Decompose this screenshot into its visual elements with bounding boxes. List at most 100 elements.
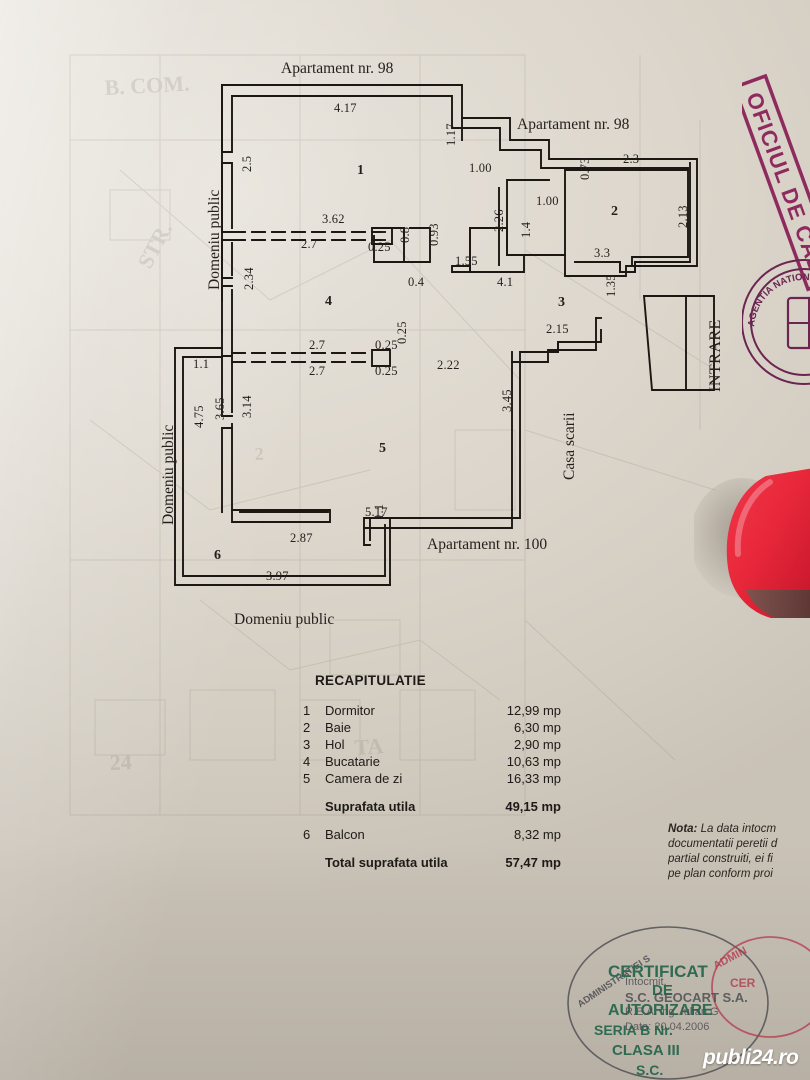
dimension-5-17: 5.17: [365, 505, 388, 519]
subtotal-value: 49,15 mp: [505, 799, 561, 814]
table-row: 4 Bucatarie 10,63 mp: [303, 753, 561, 770]
room-number-4: 4: [325, 294, 332, 309]
dimension-4-1: 4.1: [497, 275, 514, 289]
dimension-2-7-a: 2.7: [301, 237, 318, 251]
boundary-label-domeniu-public-bottom: Domeniu public: [234, 611, 335, 628]
dimension-2-13: 2.13: [676, 205, 690, 228]
subtotal-row: Suprafata utila 49,15 mp: [303, 798, 561, 815]
total-spacer: [303, 854, 325, 871]
subtotal-spacer: [303, 798, 325, 815]
apartment-label-100: Apartament nr. 100: [427, 536, 548, 553]
dimension-3-3: 3.3: [594, 246, 611, 260]
balcony-label: Balcon: [325, 827, 365, 842]
note-block: Nota: La data intocm documentatii pereti…: [668, 822, 810, 894]
apartment-label-98-right: Apartament nr. 98: [517, 116, 630, 133]
dimension-4-75: 4.75: [192, 405, 206, 428]
dimension-1-17: 1.17: [444, 123, 458, 146]
dimension-1-00-a: 1.00: [469, 161, 492, 175]
dimension-3-97: 3.97: [266, 569, 289, 583]
room-area: 6,30 mp: [514, 720, 561, 735]
dimension-2-26: 2.26: [492, 209, 506, 232]
dimension-0-25-c: 0.25: [375, 364, 398, 378]
dimension-2-34: 2.34: [242, 267, 256, 290]
balcony-row: 6 Balcon 8,32 mp: [303, 826, 561, 843]
handwriting-line-1: Intocmit,: [625, 976, 667, 988]
dimension-1-1-a: 1.1: [193, 357, 210, 371]
apartment-label-98-top: Apartament nr. 98: [281, 60, 394, 77]
handwriting-line-3: R.E.A. ing. Iulian G: [625, 1006, 719, 1018]
room-number-3: 3: [558, 295, 565, 310]
dimension-0-8: 0.8: [398, 226, 412, 243]
balcony-value: 8,32 mp: [514, 827, 561, 842]
stairwell-label: Casa scarii: [561, 412, 578, 480]
dimension-0-25-d: 0.25: [395, 321, 409, 344]
fingernail: [726, 468, 810, 618]
svg-text:24: 24: [109, 749, 132, 775]
room-number-1: 1: [357, 163, 364, 178]
dimension-1-55: 1.55: [455, 254, 478, 268]
handwriting-line-4: Data: 20.04.2006: [625, 1021, 710, 1033]
room-area: 10,63 mp: [506, 754, 561, 769]
room-name: Baie: [325, 720, 352, 735]
handwriting-line-2: S.C. GEOCART S.A.: [625, 990, 748, 1005]
dimension-0-73: 0.73: [578, 157, 592, 180]
dimension-2-3: 2.3: [623, 152, 640, 166]
room-name: Dormitor: [325, 703, 375, 718]
note-line-1-text: La data intocm: [697, 823, 777, 835]
room-area: 2,90 mp: [514, 737, 561, 752]
room-number-5: 5: [379, 441, 386, 456]
dimension-0-93: 0.93: [427, 223, 441, 246]
room-index: 1: [303, 703, 311, 718]
dimension-1-1-b: 1.1: [372, 503, 386, 520]
note-line-1: Nota: La data intocm: [668, 822, 810, 837]
table-row: 5 Camera de zi 16,33 mp: [303, 770, 561, 787]
recapitulation-table: 1 Dormitor 12,99 mp 2 Baie 6,30 mp 3 Hol…: [303, 702, 561, 871]
total-label: Total suprafata utila: [325, 855, 448, 870]
total-value: 57,47 mp: [505, 855, 561, 870]
room-name: Bucatarie: [325, 754, 380, 769]
dimension-0-25-b: 0.25: [375, 338, 398, 352]
handwritten-signature-block: Intocmit, S.C. GEOCART S.A. R.E.A. ing. …: [625, 975, 810, 1035]
room-name: Camera de zi: [325, 771, 403, 786]
table-row: 2 Baie 6,30 mp: [303, 719, 561, 736]
note-line-4: pe plan conform proi: [668, 868, 773, 880]
dimension-3-14: 3.14: [240, 395, 254, 418]
balcony-index: 6: [303, 827, 311, 842]
floor-plan-drawing: [174, 84, 715, 586]
room-index: 3: [303, 737, 311, 752]
recapitulation-block: RECAPITULATIE 1 Dormitor 12,99 mp 2 Baie…: [303, 673, 563, 871]
dimension-2-87: 2.87: [290, 531, 313, 545]
room-number-6: 6: [214, 548, 221, 563]
note-line-2: documentatii peretii d: [668, 838, 778, 850]
thumb-holding-paper: [694, 468, 810, 618]
entrance-label: INTRARE: [707, 319, 724, 392]
dimension-0-25-a: 0.25: [368, 240, 391, 254]
dimension-2-5: 2.5: [240, 155, 254, 172]
watermark-publi24: publi24.ro: [703, 1046, 799, 1069]
room-index: 5: [303, 771, 311, 786]
note-lead: Nota:: [668, 823, 698, 835]
boundary-label-domeniu-public-left-top: Domeniu public: [206, 189, 223, 290]
dimension-2-7-b: 2.7: [309, 338, 326, 352]
svg-text:2: 2: [254, 444, 264, 464]
dimension-0-4: 0.4: [408, 275, 425, 289]
dimension-3-45: 3.45: [500, 389, 514, 412]
nail-highlight: [734, 479, 773, 557]
boundary-label-domeniu-public-left-bottom: Domeniu public: [160, 424, 177, 525]
room-area: 16,33 mp: [506, 771, 561, 786]
dimension-3-65: 3.65: [213, 397, 227, 420]
dimension-1-4: 1.4: [519, 221, 533, 238]
table-row: 3 Hol 2,90 mp: [303, 736, 561, 753]
subtotal-label: Suprafata utila: [325, 799, 416, 814]
svg-text:TA: TA: [354, 733, 385, 760]
dimension-2-15: 2.15: [546, 322, 569, 336]
svg-text:B. COM.: B. COM.: [104, 71, 190, 100]
room-number-2: 2: [611, 204, 618, 219]
table-row: 1 Dormitor 12,99 mp: [303, 702, 561, 719]
dimension-1-35: 1.35: [604, 274, 618, 297]
room-area: 12,99 mp: [506, 703, 561, 718]
dimension-4-17: 4.17: [334, 101, 357, 115]
recapitulation-title: RECAPITULATIE: [315, 673, 426, 688]
room-name: Hol: [325, 737, 345, 752]
